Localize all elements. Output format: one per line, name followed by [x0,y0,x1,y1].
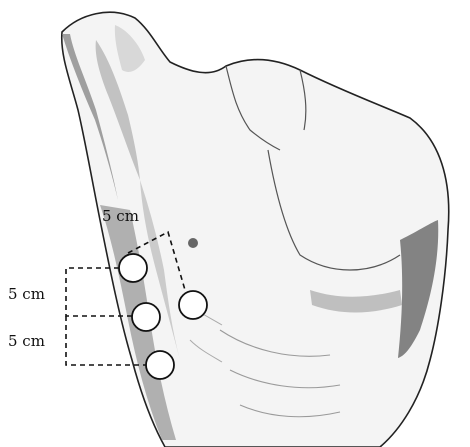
torso-illustration [62,12,449,447]
top-spacing-label: 5 cm [102,207,139,225]
port-3 [132,303,160,331]
port-2 [179,291,207,319]
nipple [188,238,198,248]
port-1 [119,254,147,282]
lower-left-spacing-label: 5 cm [8,332,45,350]
upper-left-spacing-label: 5 cm [8,285,45,303]
port-4 [146,351,174,379]
